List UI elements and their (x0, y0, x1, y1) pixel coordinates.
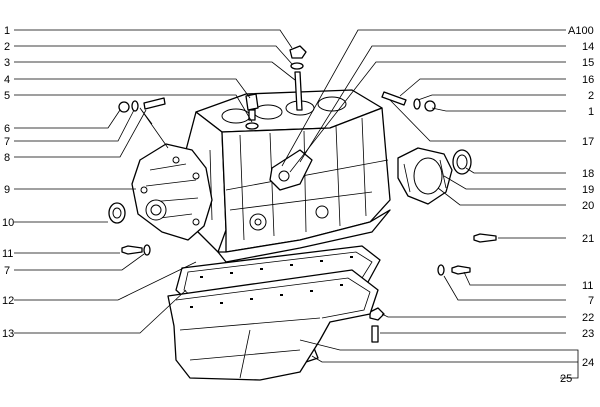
callout-2-right: 2 (588, 90, 594, 102)
callout-2: 2 (4, 41, 10, 53)
callout-7-lower: 7 (4, 265, 10, 277)
callout-21: 21 (582, 233, 594, 245)
callout-5: 5 (4, 90, 10, 102)
callout-labels: 1 2 3 4 5 6 7 8 9 10 11 7 12 13 A100 14 … (2, 25, 594, 385)
rear-oil-seal (452, 149, 472, 175)
callout-8: 8 (4, 152, 10, 164)
hardware-parts (118, 45, 497, 363)
callout-3: 3 (4, 57, 10, 69)
callout-20: 20 (582, 200, 594, 212)
callout-22: 22 (582, 312, 594, 324)
callout-25: 25 (560, 373, 572, 385)
callout-7-right: 7 (588, 295, 594, 307)
callout-11: 11 (2, 248, 13, 260)
callout-A100: A100 (568, 25, 594, 37)
callout-11-right: 11 (582, 280, 593, 292)
callout-13: 13 (2, 328, 14, 340)
rear-seal-housing (397, 147, 453, 205)
callout-19: 19 (582, 184, 594, 196)
leader-lines (14, 29, 579, 379)
callout-7: 7 (4, 136, 10, 148)
callout-1: 1 (4, 25, 10, 37)
callout-4: 4 (4, 74, 10, 86)
callout-12: 12 (2, 295, 14, 307)
callout-17: 17 (582, 136, 594, 148)
callout-9: 9 (4, 184, 10, 196)
callout-18: 18 (582, 168, 594, 180)
callout-6: 6 (4, 123, 10, 135)
callout-1-right: 1 (588, 106, 594, 118)
callout-15: 15 (582, 57, 594, 69)
oil-pan (167, 269, 379, 381)
timing-cover (131, 143, 213, 241)
front-oil-seal (108, 202, 126, 224)
callout-24: 24 (582, 357, 594, 369)
callout-14: 14 (582, 41, 594, 53)
callout-23: 23 (582, 328, 594, 340)
callout-16: 16 (582, 74, 594, 86)
callout-10: 10 (2, 217, 14, 229)
